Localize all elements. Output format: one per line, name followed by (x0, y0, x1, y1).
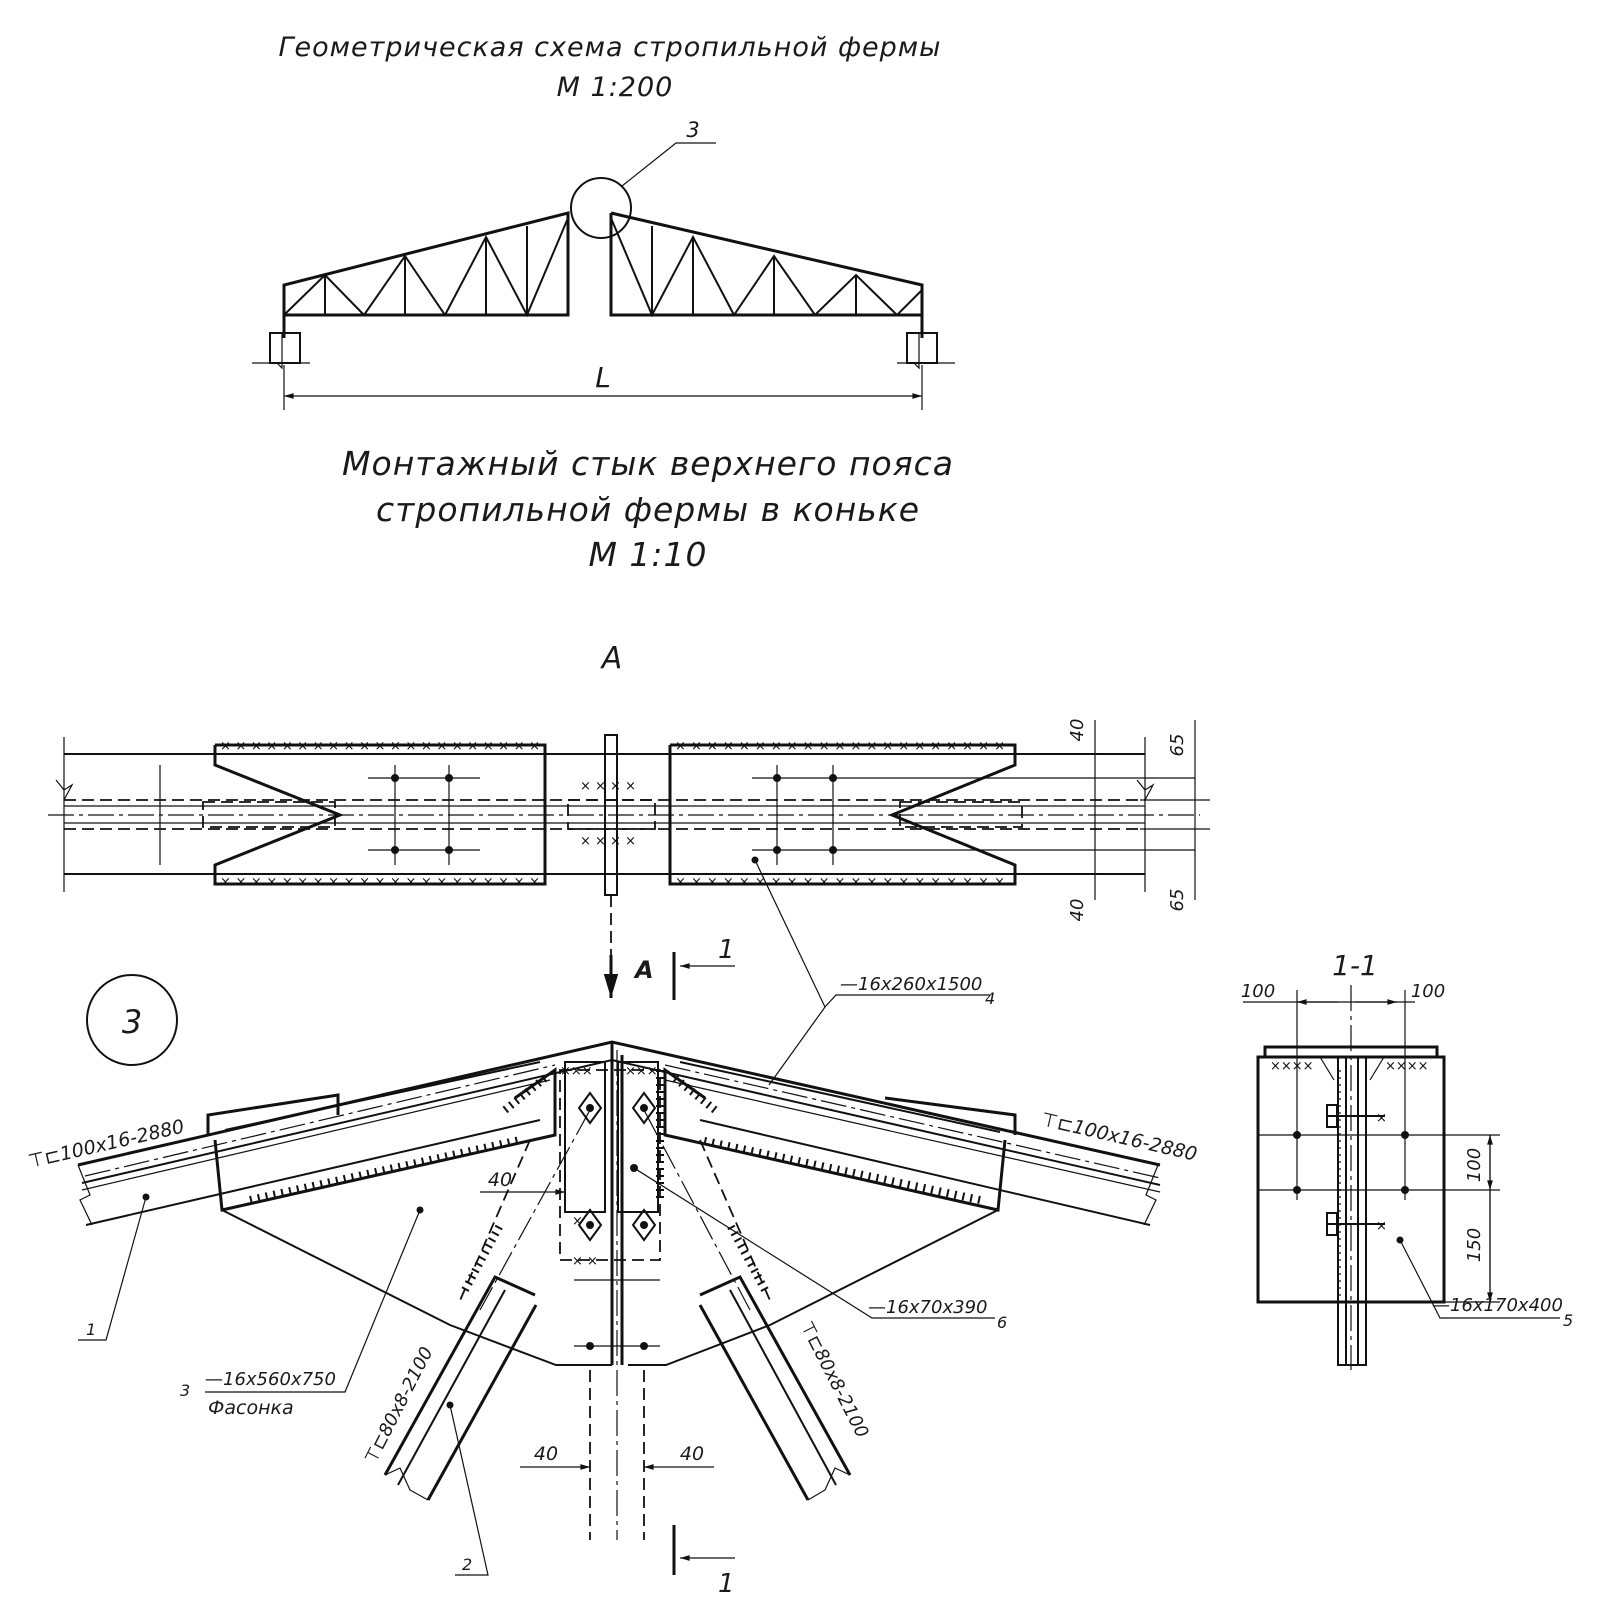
joint-title-line2: стропильной фермы в коньке (376, 490, 920, 529)
gusset-pos: 3 (180, 1381, 190, 1400)
plate-6-label: —16x70x390 (868, 1297, 987, 1318)
scheme-callout-number: 3 (686, 118, 699, 142)
svg-text:××××: ×××× (1385, 1059, 1429, 1074)
node-number-circle (86, 974, 178, 1066)
section-1-1: 1-1 100 100 × × ×××× ×××× (1241, 949, 1573, 1370)
svg-text:×××: ××× (625, 1064, 658, 1079)
svg-text:×××××××××××××××××××××: ××××××××××××××××××××× (220, 875, 540, 890)
plate-4-pos: 4 (985, 989, 995, 1008)
svg-text:×××××××××××××××××××××: ××××××××××××××××××××× (675, 875, 1005, 890)
joint-title-line1: Монтажный стык верхнего пояса (342, 444, 954, 483)
svg-text:×: × (1376, 1219, 1387, 1234)
truss-scheme: 3 L (252, 118, 955, 410)
view-arrow-label: A (633, 956, 654, 984)
svg-text:×: × (572, 1214, 583, 1229)
dim-top-outer: 65 (1167, 734, 1188, 757)
dim-top-inner: 40 (1067, 719, 1088, 742)
section-dim-v2: 150 (1464, 1228, 1485, 1262)
svg-text:×××××××××××××××××××××: ××××××××××××××××××××× (675, 739, 1005, 754)
svg-text:×××××××××××××××××××××: ××××××××××××××××××××× (220, 739, 540, 754)
plate-5-label: —16x170x400 (1432, 1295, 1563, 1316)
svg-text:× ×: × × (572, 1254, 598, 1269)
section-dim-v1: 100 (1464, 1148, 1485, 1182)
plate-6-pos: 6 (997, 1313, 1007, 1332)
svg-text:×: × (1376, 1111, 1387, 1126)
plate-4-label: —16x260x1500 (840, 974, 982, 995)
scheme-title: Геометрическая схема стропильной фермы (278, 32, 941, 63)
dim-40-mid: 40 (488, 1169, 512, 1191)
brace-right-label: ⊤⊏80x8-2100 (796, 1318, 873, 1442)
node-number: 3 (122, 1003, 142, 1041)
section-dim-right: 100 (1411, 981, 1445, 1002)
svg-text:× × × ×: × × × × (580, 779, 636, 794)
chord-pos: 1 (86, 1320, 96, 1339)
svg-text:× × × ×: × × × × (580, 834, 636, 849)
dim-40-left: 40 (534, 1443, 558, 1465)
gusset-name: Фасонка (208, 1397, 294, 1419)
section-title: 1-1 (1332, 949, 1378, 982)
scheme-scale: М 1:200 (557, 72, 674, 103)
gusset-label: —16x560x750 (205, 1369, 336, 1390)
section-dim-left: 100 (1241, 981, 1275, 1002)
brace-pos: 2 (462, 1555, 472, 1574)
section-mark-bottom: 1 (718, 1569, 735, 1599)
section-mark-top: 1 (718, 935, 735, 965)
joint-scale: М 1:10 (588, 535, 707, 574)
dim-40-right: 40 (680, 1443, 704, 1465)
plate-5-pos: 5 (1563, 1311, 1573, 1330)
span-label: L (595, 361, 611, 394)
dim-bottom-outer: 65 (1167, 889, 1188, 912)
dim-bottom-inner: 40 (1067, 899, 1088, 922)
plan-view-letter: A (600, 641, 623, 676)
node-elevation: ××× ××× × × × 40 40 40 1 (77, 1040, 1161, 1599)
svg-text:×××: ××× (560, 1064, 593, 1079)
svg-text:××××: ×××× (1270, 1059, 1314, 1074)
plan-view: ××××××××××××××××××××× ××××××××××××××××××… (48, 719, 1210, 985)
